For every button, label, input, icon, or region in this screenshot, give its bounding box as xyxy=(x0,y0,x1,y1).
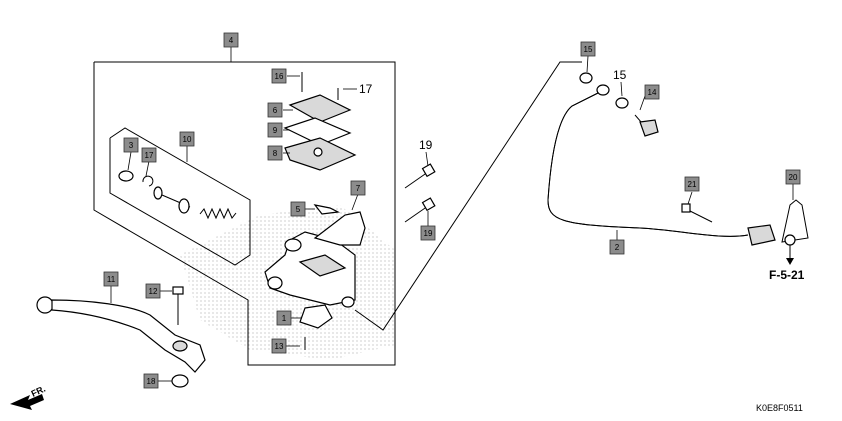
drawing-code: K0E8F0511 xyxy=(756,403,803,413)
leader-15b xyxy=(620,81,623,97)
bolt-21 xyxy=(687,209,713,223)
cross-reference-label: F-5-21 xyxy=(769,268,805,282)
part-5-clip xyxy=(313,204,341,215)
svg-text:18: 18 xyxy=(147,377,156,386)
washer-15a xyxy=(579,72,593,84)
assembly-box-10 xyxy=(109,127,251,266)
svg-text:21: 21 xyxy=(688,180,697,189)
svg-text:6: 6 xyxy=(273,106,278,115)
callout-4: 4 xyxy=(223,32,239,48)
svg-text:3: 3 xyxy=(129,141,134,150)
callout-11: 11 xyxy=(103,271,119,287)
leader-7 xyxy=(351,193,359,211)
callout-5: 5 xyxy=(290,201,306,217)
bolt-12-head xyxy=(172,286,184,295)
callout-17a: 16 xyxy=(271,68,287,84)
clamp-20-fitting xyxy=(784,234,796,246)
cross-ref-arrowhead xyxy=(786,258,794,265)
brake-lever xyxy=(36,296,206,373)
svg-text:1: 1 xyxy=(282,314,287,323)
callout-15b: 15 xyxy=(613,68,627,82)
piston-assembly xyxy=(153,186,237,220)
callout-18: 18 xyxy=(143,373,159,389)
bolt-13 xyxy=(634,114,659,137)
master-cylinder-body xyxy=(264,211,366,308)
svg-text:2: 2 xyxy=(615,243,620,252)
brake-hose xyxy=(547,84,776,246)
svg-text:7: 7 xyxy=(356,184,361,193)
part-1-switch xyxy=(299,304,333,329)
callout-8: 8 xyxy=(267,145,283,161)
callout-20: 20 xyxy=(785,169,801,185)
svg-text:8: 8 xyxy=(273,149,278,158)
svg-text:14: 14 xyxy=(648,88,657,97)
leader-3 xyxy=(127,151,132,171)
leader-19a xyxy=(425,151,429,167)
bolt-19a-head xyxy=(421,163,436,178)
callout-1: 1 xyxy=(276,310,292,326)
part-20-clamp xyxy=(781,199,809,243)
part-3-cup xyxy=(118,170,134,182)
front-direction-label: FR. xyxy=(30,384,47,399)
bolt-21-head xyxy=(681,203,691,213)
callout-12: 12 xyxy=(145,283,161,299)
callout-16: 17 xyxy=(141,147,157,163)
callout-15a: 15 xyxy=(580,41,596,57)
callout-19a: 19 xyxy=(419,138,433,152)
bolt-19a xyxy=(404,171,429,189)
part-16-circlip xyxy=(142,175,154,187)
callout-tags: 4 16 6 9 8 10 3 17 7 5 19 1 13 11 12 18 … xyxy=(103,32,801,389)
svg-text:19: 19 xyxy=(424,229,433,238)
leader-15a xyxy=(586,55,589,73)
bolt-19b-head xyxy=(421,197,436,212)
callout-9: 9 xyxy=(267,122,283,138)
leader-16 xyxy=(145,160,150,177)
callout-14: 13 xyxy=(271,338,287,354)
callout-21: 21 xyxy=(684,176,700,192)
leader-13 xyxy=(639,95,646,111)
leader-21 xyxy=(687,191,693,205)
front-direction-arrow-icon xyxy=(10,394,44,410)
callout-7: 7 xyxy=(350,180,366,196)
callout-17b: 17 xyxy=(359,82,373,96)
hose-connection-leader xyxy=(354,61,582,331)
svg-text:10: 10 xyxy=(183,135,192,144)
svg-text:15: 15 xyxy=(584,45,593,54)
bolt-19b xyxy=(404,205,429,223)
svg-text:17: 17 xyxy=(145,151,154,160)
svg-text:9: 9 xyxy=(273,126,278,135)
callout-19b: 19 xyxy=(420,225,436,241)
svg-text:13: 13 xyxy=(275,342,284,351)
callout-2: 2 xyxy=(609,239,625,255)
callout-13: 14 xyxy=(644,84,660,100)
callout-6: 6 xyxy=(267,102,283,118)
callout-3: 3 xyxy=(123,137,139,153)
svg-text:20: 20 xyxy=(789,173,798,182)
svg-text:5: 5 xyxy=(296,205,301,214)
washer-15b xyxy=(615,97,629,109)
svg-text:11: 11 xyxy=(107,275,116,284)
callout-10: 10 xyxy=(179,131,195,147)
reservoir-cap xyxy=(283,94,357,171)
part-18-nut xyxy=(171,374,189,388)
svg-text:4: 4 xyxy=(229,36,234,45)
svg-text:16: 16 xyxy=(275,72,284,81)
svg-text:12: 12 xyxy=(149,287,158,296)
assembly-box-4 xyxy=(93,61,396,366)
